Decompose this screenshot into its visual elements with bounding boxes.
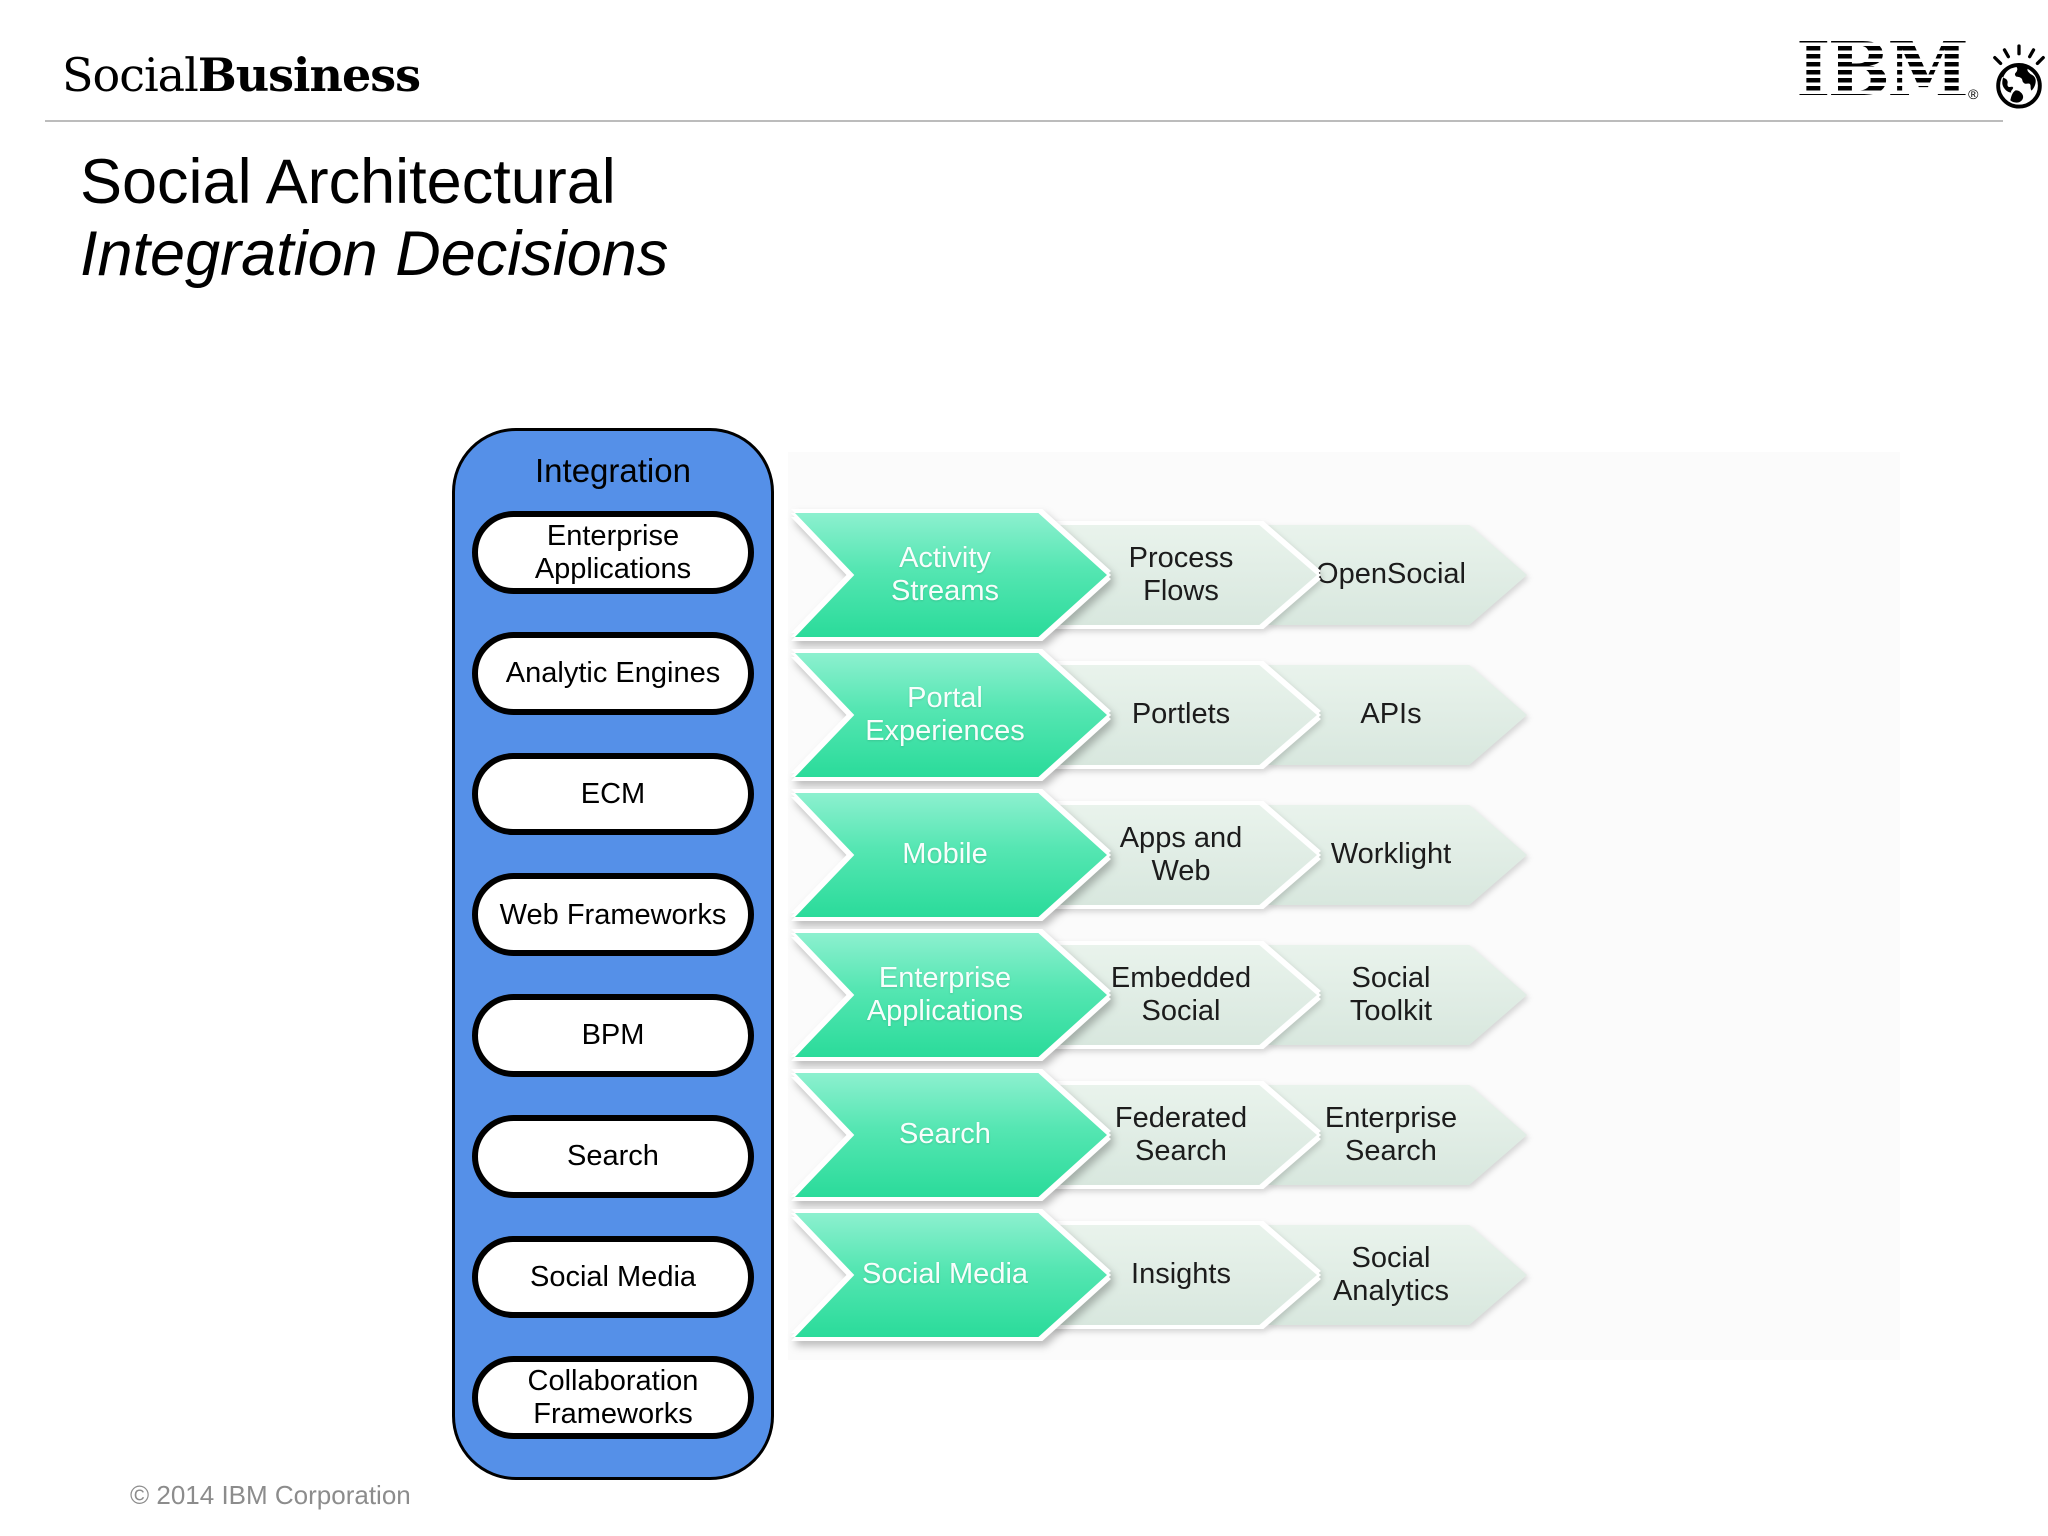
pill-web-frameworks: Web Frameworks: [472, 873, 754, 957]
ibm-registered-mark: ®: [1968, 86, 1979, 102]
ibm-logo-text: IBM: [1796, 27, 1969, 113]
brand-social-text: Social: [62, 48, 199, 102]
title-line1: Social Architectural: [80, 147, 616, 217]
flow-row-social-media: Social Media Insights Social Analytics: [795, 1213, 1527, 1337]
flow-row-mobile: Mobile Apps and Web Worklight: [795, 793, 1527, 917]
pill-collaboration-frameworks: Collaboration Frameworks: [472, 1356, 754, 1440]
flow-row-search: Search Federated Search Enterprise Searc…: [795, 1073, 1527, 1197]
integration-panel: Integration Enterprise Applications Anal…: [452, 428, 774, 1480]
arrow-source: Activity Streams: [795, 513, 1107, 637]
pill-enterprise-applications: Enterprise Applications: [472, 511, 754, 594]
smarter-planet-globe-icon: [1993, 44, 2046, 109]
integration-panel-label: Integration: [535, 452, 691, 490]
page-title: Social Architectural Integration Decisio…: [80, 146, 668, 291]
arrow-step2: Social Analytics: [1265, 1225, 1527, 1325]
arrow-source: Enterprise Applications: [795, 933, 1107, 1057]
pill-search: Search: [472, 1114, 754, 1198]
pill-analytic-engines: Analytic Engines: [472, 631, 754, 715]
social-business-logo: SocialBusiness: [62, 48, 421, 102]
arrow-source: Social Media: [795, 1213, 1107, 1337]
ibm-logo: IBM ®: [1796, 27, 2048, 113]
flow-row-activity-streams: Activity Streams Process Flows OpenSocia…: [795, 513, 1527, 637]
header-divider: [45, 120, 2003, 122]
pill-social-media: Social Media: [472, 1235, 754, 1319]
pill-ecm: ECM: [472, 752, 754, 836]
brand-business-text: Business: [197, 48, 421, 102]
pill-bpm: BPM: [472, 994, 754, 1077]
flow-row-portal-experiences: Portal Experiences Portlets APIs: [795, 653, 1527, 777]
title-line2: Integration Decisions: [80, 219, 669, 290]
arrow-source: Mobile: [795, 793, 1107, 917]
arrow-step2: Worklight: [1265, 805, 1527, 905]
arrow-source: Search: [795, 1073, 1107, 1197]
flow-row-enterprise-applications: Enterprise Applications Embedded Social …: [795, 933, 1527, 1057]
copyright-text: © 2014 IBM Corporation: [130, 1480, 411, 1510]
arrow-source: Portal Experiences: [795, 653, 1107, 777]
